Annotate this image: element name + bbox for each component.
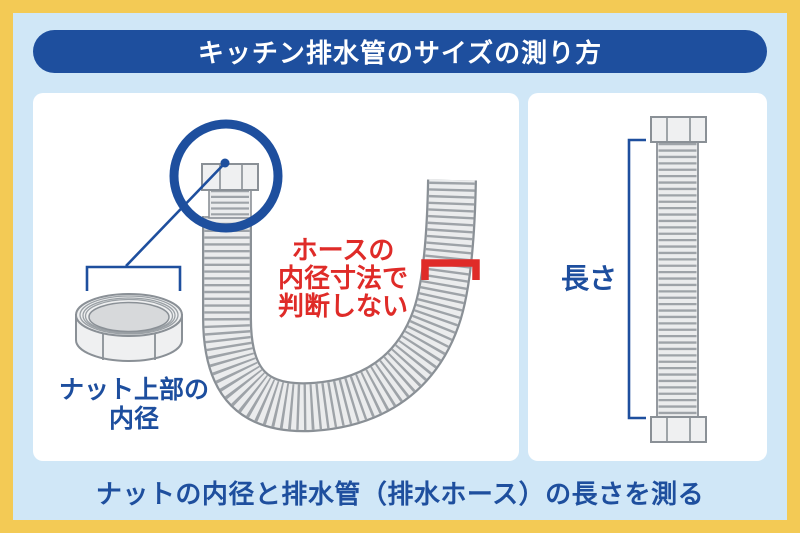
title-banner: キッチン排水管のサイズの測り方 xyxy=(33,30,767,73)
straight-hose-top-nut xyxy=(650,116,707,143)
straight-hose-illustration: 長さ xyxy=(561,116,707,443)
length-label: 長さ xyxy=(561,263,617,294)
bottom-caption: ナットの内径と排水管（排水ホース）の長さを測る xyxy=(0,468,800,516)
circle-highlight-icon xyxy=(169,119,283,233)
measurement-bracket-icon xyxy=(85,265,182,291)
hose-note-line3: 判断しない xyxy=(278,291,408,321)
hose-top-nut xyxy=(201,163,259,191)
nut-label-line1: ナット上部の xyxy=(59,375,209,404)
red-bracket-marker-icon xyxy=(421,259,480,280)
hose-note-label: ホースの 内径寸法で 判断しない xyxy=(278,235,408,321)
nut-inner-diameter-label: ナット上部の 内径 xyxy=(59,375,209,433)
bottom-caption-text: ナットの内径と排水管（排水ホース）の長さを測る xyxy=(95,478,705,509)
u-hose-illustration: ホースの 内径寸法で 判断しない ナット上部の 内径 xyxy=(59,119,480,433)
hose-note-line2: 内径寸法で xyxy=(278,263,408,293)
nut-label-line2: 内径 xyxy=(109,405,159,433)
page-title: キッチン排水管のサイズの測り方 xyxy=(197,38,603,68)
nut-hole xyxy=(88,301,170,333)
length-bracket-icon xyxy=(627,138,646,420)
nut-3d-illustration xyxy=(75,293,183,362)
hose-note-line1: ホースの xyxy=(292,235,395,265)
leader-dot xyxy=(220,158,230,168)
straight-hose-bottom-nut xyxy=(650,416,707,443)
panel-hose-length xyxy=(528,93,767,461)
leader-line xyxy=(125,162,226,267)
